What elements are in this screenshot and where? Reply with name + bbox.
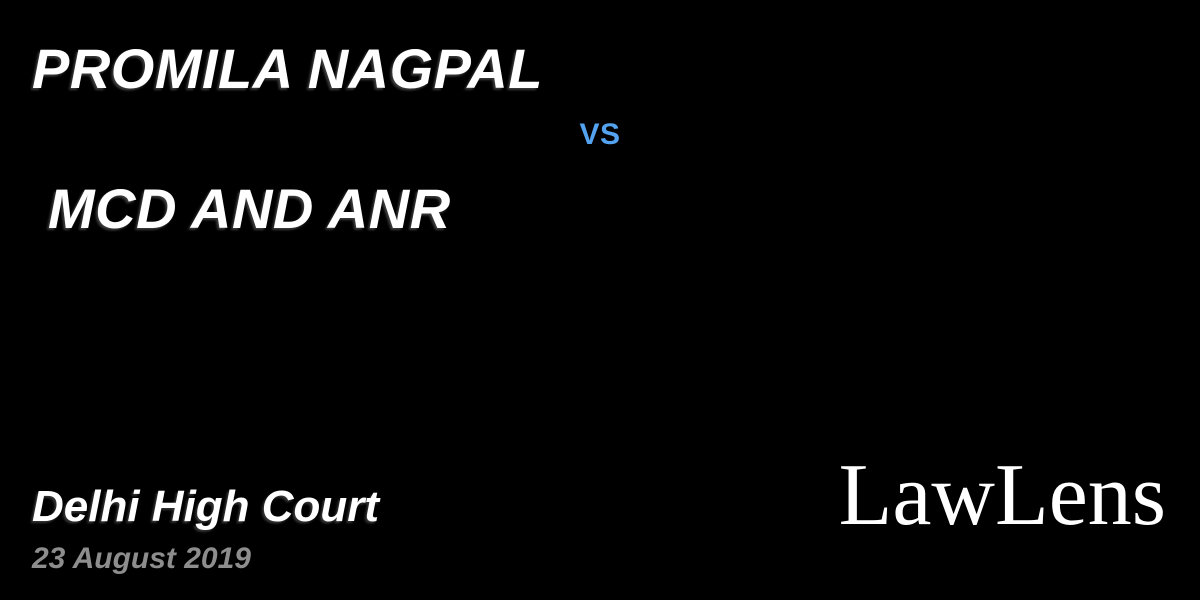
versus-label: vs [579,118,621,151]
judgment-date: 23 August 2019 [32,542,251,575]
party-two-name: MCD AND ANR [48,177,451,240]
party-one-name: PROMILA NAGPAL [32,37,543,100]
lawlens-logo: LawLens [838,447,1166,544]
court-name: Delhi High Court [32,482,380,531]
